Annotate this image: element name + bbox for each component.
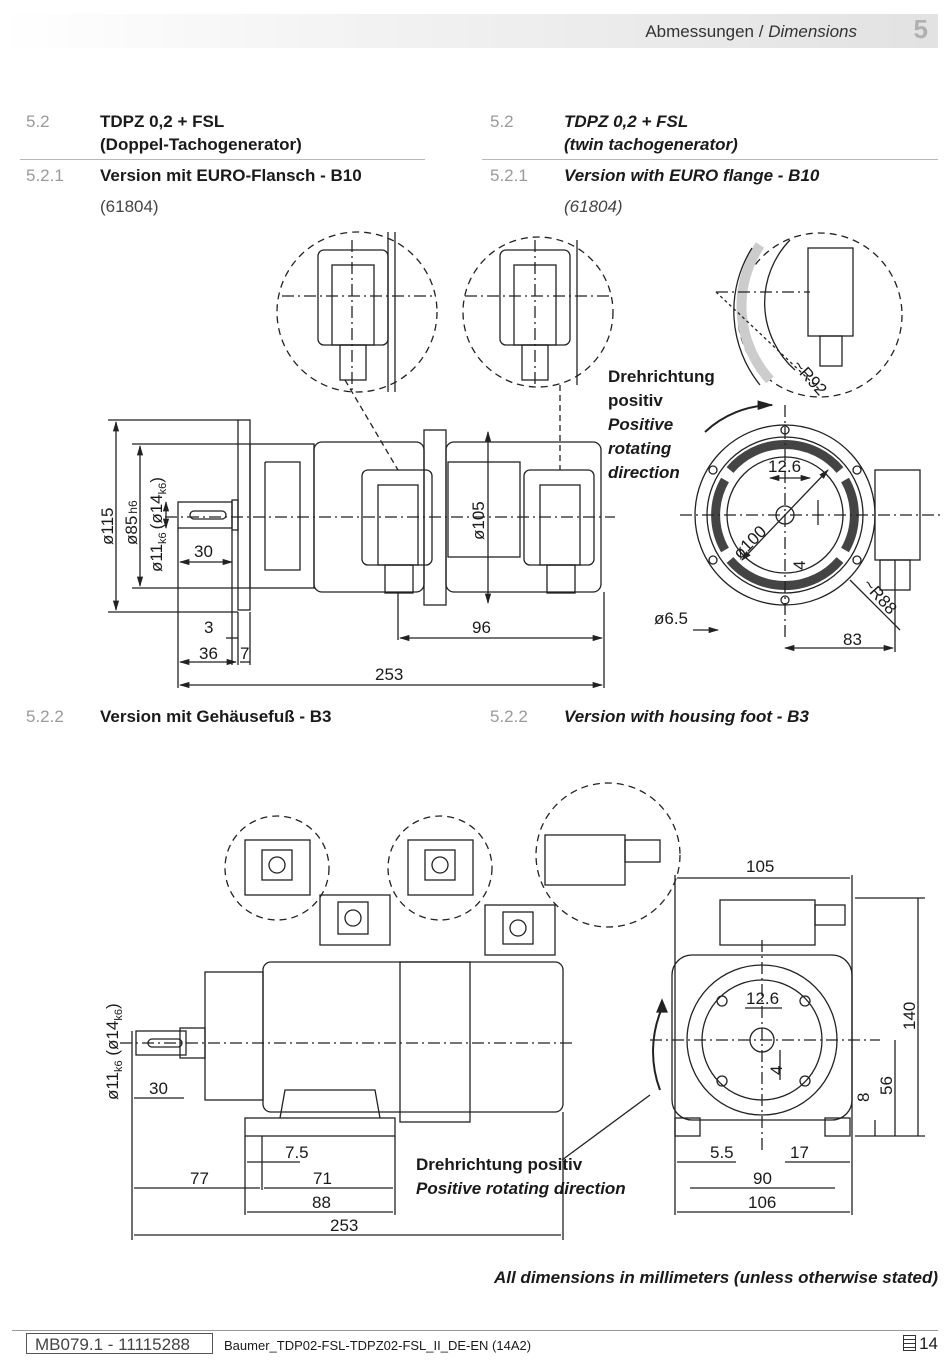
drawing-euro-flange-b10: ø115 ø85h6 ø11k6(ø14k6) 30 ø105 3 36 7 9… <box>98 231 940 689</box>
svg-text:Positive: Positive <box>608 415 673 434</box>
rotation-direction-label: Drehrichtung positiv Positive rotating d… <box>608 367 715 482</box>
dim-offset-12-6: 12.6 <box>768 457 801 476</box>
b3-dim-140: 140 <box>900 1002 919 1030</box>
subsection2-title-de: Version mit Gehäusefuß - B3 <box>100 707 332 726</box>
dim-offset-4: 4 <box>790 561 809 570</box>
b3-dim-77: 77 <box>190 1169 209 1188</box>
document-id: MB079.1 - 11115288 <box>26 1333 213 1354</box>
b3-rotation-label-de: Drehrichtung positiv <box>416 1155 583 1174</box>
detail-circle-1 <box>276 231 438 393</box>
svg-text:positiv: positiv <box>608 391 663 410</box>
header-title: Abmessungen / Dimensions <box>645 22 857 42</box>
subsection-title-de: Version mit EURO-Flansch - B10 <box>100 166 362 185</box>
detail-circle-2 <box>462 236 614 388</box>
dim-len-96: 96 <box>472 618 491 637</box>
section-title-de-line2: (Doppel-Tachogenerator) <box>100 135 302 154</box>
subsection2-number-de: 5.2.2 <box>26 707 64 726</box>
header-title-en: Dimensions <box>768 22 857 41</box>
dim-len-36: 36 <box>199 644 218 663</box>
b3-dim-5-5: 5.5 <box>710 1143 734 1162</box>
b3-dim-8: 8 <box>854 1093 873 1102</box>
dimensions-footnote: All dimensions in millimeters (unless ot… <box>493 1268 938 1287</box>
svg-text:Drehrichtung: Drehrichtung <box>608 367 715 386</box>
dim-len-83: 83 <box>843 630 862 649</box>
dim-shaft-30: 30 <box>194 542 213 561</box>
article-code-de: (61804) <box>100 197 159 216</box>
header-separator: / <box>754 22 769 41</box>
subsection2-title-en: Version with housing foot - B3 <box>564 707 809 726</box>
b3-dim-shaft-30: 30 <box>149 1079 168 1098</box>
page-number-value: 14 <box>919 1334 938 1353</box>
b3-dim-17: 17 <box>790 1143 809 1162</box>
section-rule-de <box>20 159 425 160</box>
section-title-en-line2: (twin tachogenerator) <box>564 135 738 154</box>
header-title-de: Abmessungen <box>645 22 755 41</box>
dim-len-253: 253 <box>375 665 403 684</box>
dim-len-7: 7 <box>240 644 249 663</box>
subsection2-number-en: 5.2.2 <box>490 707 528 726</box>
section-rule-en <box>482 159 938 160</box>
dim-d85: ø85h6 <box>122 500 141 545</box>
footer-rule <box>12 1330 938 1331</box>
document-file-name: Baumer_TDP02-FSL-TDPZ02-FSL_II_DE-EN (14… <box>224 1338 532 1353</box>
dim-d11-d14: ø11k6(ø14k6) <box>147 477 169 572</box>
page-number: 14 <box>903 1334 938 1354</box>
svg-text:direction: direction <box>608 463 680 482</box>
subsection-number-en: 5.2.1 <box>490 166 528 185</box>
article-code-en: (61804) <box>564 197 623 216</box>
dim-len-3: 3 <box>204 618 213 637</box>
b3-dim-105: 105 <box>746 857 774 876</box>
subsection-title-en: Version with EURO flange - B10 <box>564 166 820 185</box>
b3-dim-4: 4 <box>767 1066 786 1075</box>
b3-dim-90: 90 <box>753 1169 772 1188</box>
b3-dim-106: 106 <box>748 1193 776 1212</box>
dim-d100: ø100 <box>729 522 770 563</box>
section-title-de-line1: TDPZ 0,2 + FSL <box>100 112 225 131</box>
dim-r92: ~R92 <box>789 356 831 399</box>
b3-dim-71: 71 <box>313 1169 332 1188</box>
section-number-de: 5.2 <box>26 112 50 131</box>
section-title-en-line1: TDPZ 0,2 + FSL <box>564 112 689 131</box>
b3-dim-88: 88 <box>312 1193 331 1212</box>
b3-dim-d11-d14: ø11k6 (ø14k6) <box>103 1003 125 1100</box>
section-number-en: 5.2 <box>490 112 514 131</box>
b3-dim-12-6: 12.6 <box>746 989 779 1008</box>
dim-d105: ø105 <box>469 501 488 540</box>
header-bar <box>0 14 938 48</box>
page-icon <box>903 1335 917 1351</box>
b3-dim-56: 56 <box>877 1076 896 1095</box>
dim-d115: ø115 <box>98 508 117 546</box>
dim-hole-6-5: ø6.5 <box>654 609 688 628</box>
svg-text:rotating: rotating <box>608 439 672 458</box>
b3-rotation-label-en: Positive rotating direction <box>416 1179 626 1198</box>
b3-dim-253: 253 <box>330 1216 358 1235</box>
b3-dim-7-5: 7.5 <box>285 1143 309 1162</box>
chapter-number: 5 <box>913 14 928 44</box>
subsection-number-de: 5.2.1 <box>26 166 64 185</box>
